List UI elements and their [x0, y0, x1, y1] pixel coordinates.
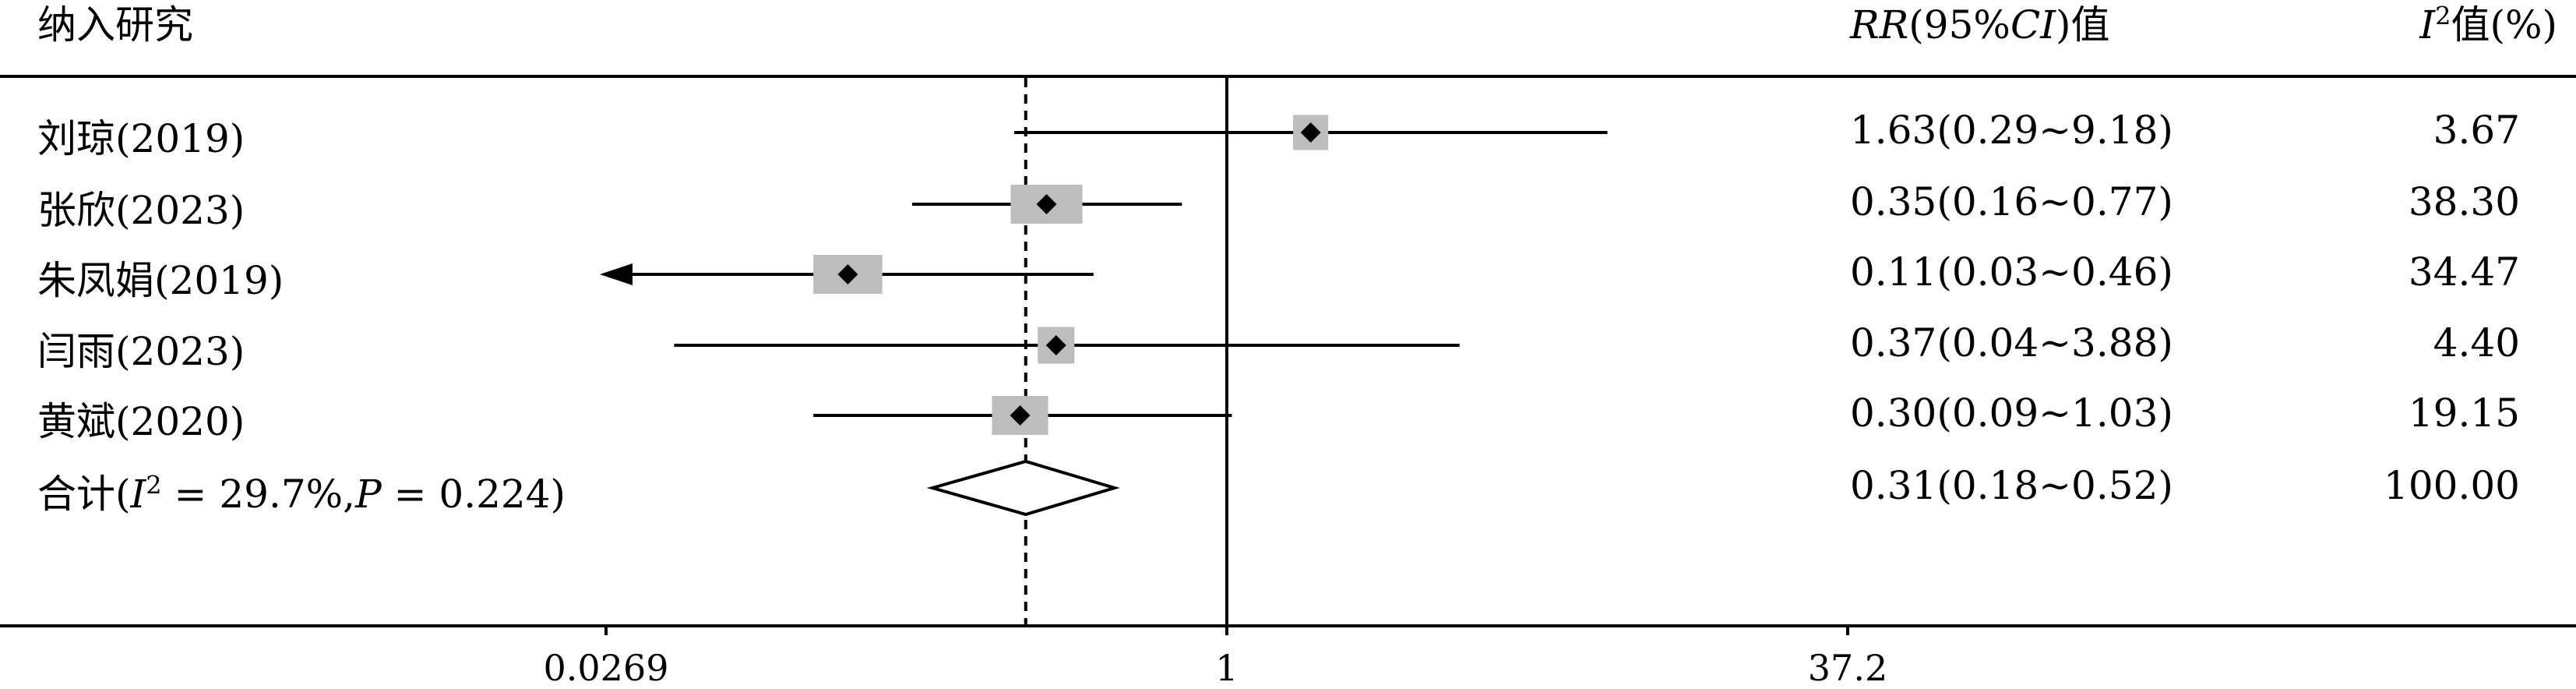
header-rr-suffix: 值 [2070, 2, 2110, 48]
study-label: 闫雨(2023) [37, 329, 245, 374]
study-label: 刘琼(2019) [37, 116, 245, 161]
point-estimate [1010, 405, 1031, 426]
header-weight-i: I [2419, 2, 2436, 48]
point-estimate [1300, 122, 1321, 143]
axis-rule [0, 624, 2576, 627]
study-weight-text: 3.67 [2433, 108, 2520, 153]
point-estimate [837, 264, 858, 284]
pooled-weight-text: 100.00 [2384, 463, 2520, 508]
study-label: 张欣(2023) [37, 188, 245, 233]
header-rr-paren-open: (95% [1908, 2, 2010, 48]
study-weight-text: 19.15 [2408, 390, 2520, 436]
point-estimate [1036, 194, 1057, 214]
total-sup: 2 [146, 470, 162, 500]
study-rr-text: 0.11(0.03~0.46) [1850, 249, 2173, 295]
header-rr-prefix: RR [1850, 2, 1909, 48]
pooled-diamond [926, 459, 1120, 517]
total-prefix: 合计( [37, 472, 131, 517]
total-label: 合计(I2 = 29.7%,P = 0.224) [37, 463, 566, 519]
x-tick-label: 37.2 [1807, 647, 1888, 689]
point-estimate [1045, 335, 1066, 355]
study-weight-text: 34.47 [2408, 249, 2520, 295]
ci-truncation-arrow [600, 263, 633, 285]
header-study-label: 纳入研究 [37, 2, 193, 48]
study-label: 黄斌(2020) [37, 399, 245, 444]
study-weight-text: 4.40 [2433, 320, 2520, 366]
study-rr-text: 0.30(0.09~1.03) [1850, 390, 2173, 436]
total-tail: = 0.224) [381, 472, 566, 517]
total-i: I [130, 472, 146, 517]
study-rr-text: 1.63(0.29~9.18) [1850, 108, 2173, 153]
header-rule [0, 75, 2576, 78]
pooled-rr-text: 0.31(0.18~0.52) [1850, 463, 2173, 508]
header-rr-ci: CI [2010, 2, 2056, 48]
total-p: P [355, 472, 382, 517]
study-rr-text: 0.35(0.16~0.77) [1850, 179, 2173, 224]
header-weight-suffix: 值(%) [2451, 2, 2557, 48]
x-tick-label: 0.0269 [543, 647, 669, 689]
x-tick-label: 1 [1215, 647, 1239, 689]
study-weight-text: 38.30 [2408, 179, 2520, 224]
header-rr-label: RR(95%CI)值 [1850, 0, 2109, 50]
total-eq: = 29.7%, [161, 472, 356, 517]
header-weight-label: I2值(%) [2419, 0, 2557, 50]
study-rr-text: 0.37(0.04~3.88) [1850, 320, 2173, 366]
header-rr-paren-close: ) [2055, 2, 2071, 48]
header-weight-sup: 2 [2435, 1, 2451, 31]
study-label: 朱凤娟(2019) [37, 258, 284, 303]
